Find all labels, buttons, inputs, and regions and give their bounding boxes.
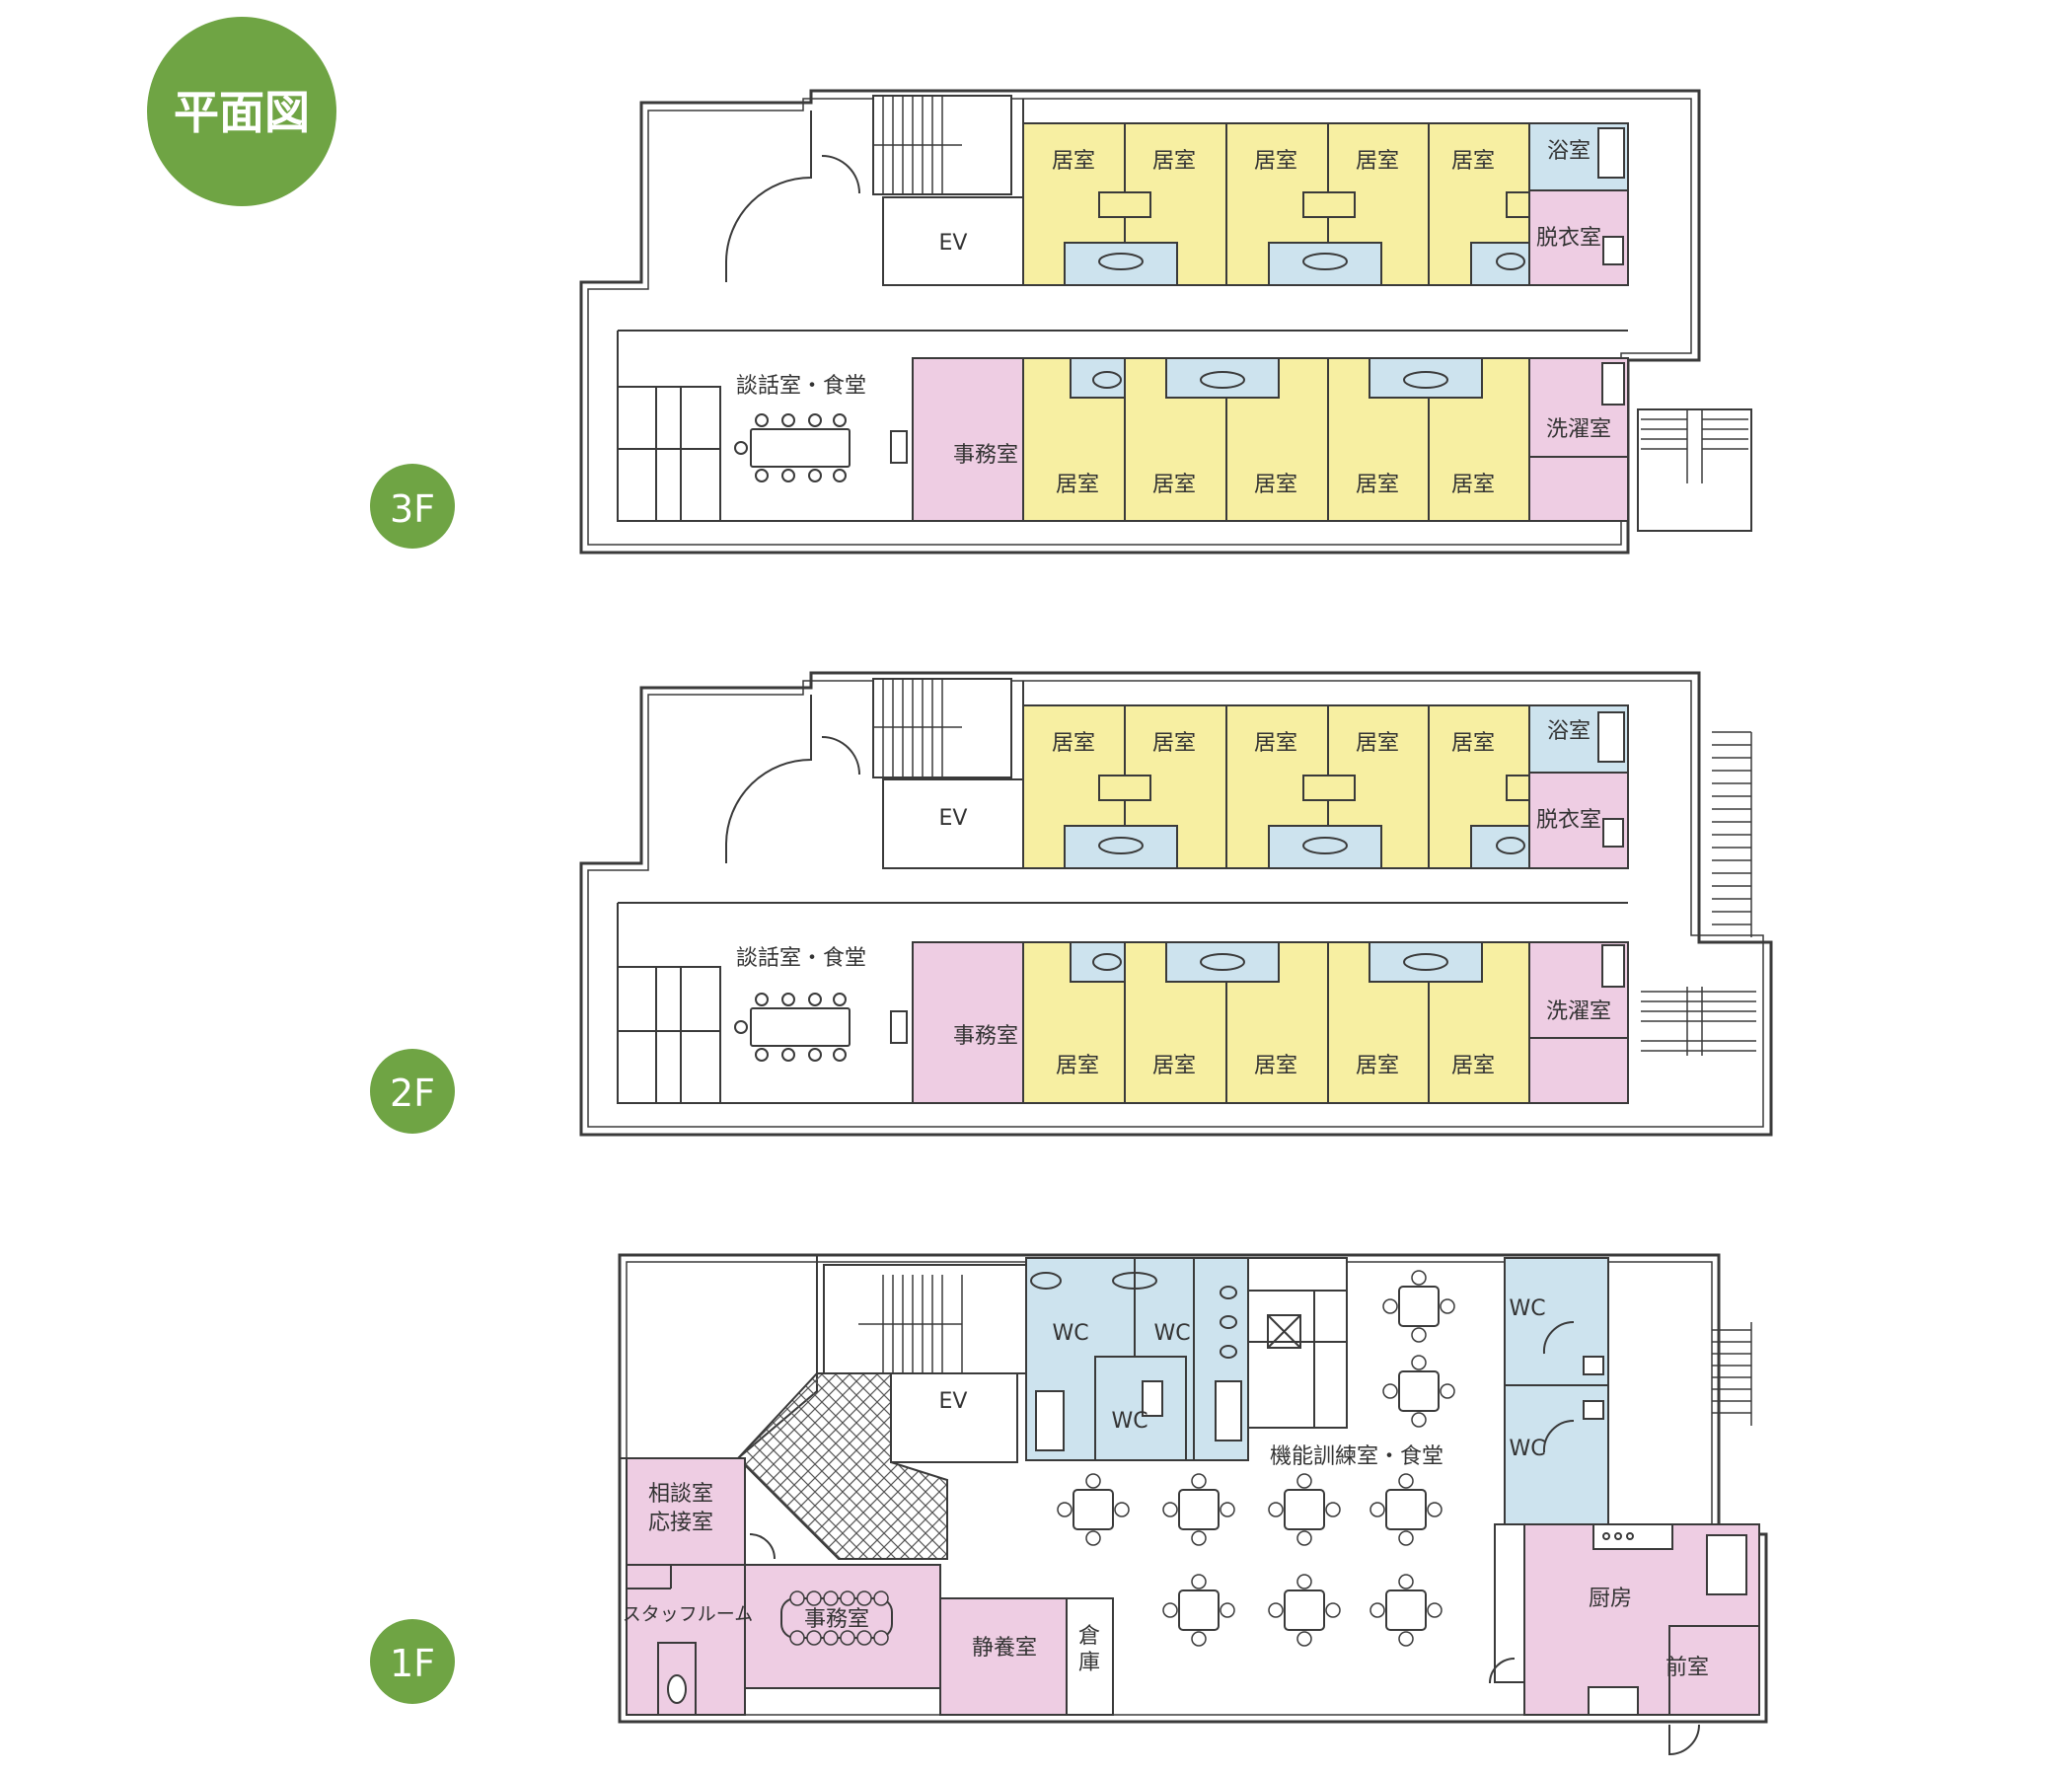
floor-badge-2f: 2F: [370, 1049, 455, 1134]
svg-text:2F: 2F: [390, 1072, 435, 1115]
label-b1-2f: 居室: [1056, 1054, 1099, 1078]
label-k1-3f: 居室: [1052, 149, 1095, 174]
label-laundry-2f: 洗濯室: [1546, 999, 1611, 1024]
label-k1-2f: 居室: [1052, 731, 1095, 756]
label-k4-2f: 居室: [1356, 731, 1399, 756]
label-lounge-2f: 談話室・食堂: [736, 946, 866, 971]
label-kitchen-1f: 厨房: [1589, 1587, 1632, 1611]
floor-1f: 1F: [370, 1253, 1768, 1756]
ev-3f: [882, 196, 1024, 286]
label-b5-3f: 居室: [1451, 473, 1495, 497]
floor-badge-3f: 3F: [370, 464, 455, 549]
floor-2f: 2F: [370, 671, 1773, 1137]
dining-table-3f: [750, 428, 851, 468]
label-rest-1f: 静養室: [972, 1636, 1037, 1661]
rest-room-1f: [939, 1597, 1068, 1716]
label-b4-3f: 居室: [1356, 473, 1399, 497]
label-bath-2f: 浴室: [1547, 719, 1591, 744]
dining-table-2f: [750, 1007, 851, 1047]
label-wc2-1f: WC: [1153, 1321, 1190, 1346]
label-ev-3f: EV: [939, 231, 968, 256]
label-wc5-1f: WC: [1509, 1437, 1545, 1461]
outer-wall-1f: [618, 1253, 1768, 1724]
consult-room-1f: [626, 1457, 746, 1566]
svg-text:1F: 1F: [390, 1642, 435, 1685]
title-badge: 平面図: [147, 17, 336, 206]
label-laundry-3f: 洗濯室: [1546, 417, 1611, 442]
label-k5-3f: 居室: [1451, 149, 1495, 174]
office-3f: [912, 357, 1024, 522]
page-title: 平面図: [174, 86, 310, 139]
label-wc1-1f: WC: [1052, 1321, 1088, 1346]
label-office-3f: 事務室: [953, 443, 1018, 468]
label-k5-2f: 居室: [1451, 731, 1495, 756]
svg-text:3F: 3F: [390, 487, 435, 531]
floor-badge-1f: 1F: [370, 1619, 455, 1704]
label-storage1-1f: 倉: [1078, 1624, 1100, 1649]
label-b5-2f: 居室: [1451, 1054, 1495, 1078]
atrium-void: [736, 1372, 948, 1560]
label-training-1f: 機能訓練室・食堂: [1270, 1444, 1443, 1469]
label-consult1-1f: 相談室: [648, 1482, 713, 1507]
label-storage2-1f: 庫: [1078, 1651, 1100, 1675]
label-b2-2f: 居室: [1152, 1054, 1196, 1078]
label-office-1f: 事務室: [804, 1607, 869, 1632]
floor-3f: 3F: [370, 89, 1752, 554]
label-b3-2f: 居室: [1254, 1054, 1297, 1078]
label-consult2-1f: 応接室: [648, 1511, 713, 1535]
label-ev-2f: EV: [939, 806, 968, 831]
ev-2f: [882, 778, 1024, 869]
wc-east-1f: [1504, 1257, 1609, 1525]
label-b3-3f: 居室: [1254, 473, 1297, 497]
label-staff-1f: スタッフルーム: [623, 1603, 753, 1625]
label-k3-2f: 居室: [1254, 731, 1297, 756]
label-b1-3f: 居室: [1056, 473, 1099, 497]
label-b2-3f: 居室: [1152, 473, 1196, 497]
label-dressing-3f: 脱衣室: [1536, 226, 1601, 251]
label-k2-2f: 居室: [1152, 731, 1196, 756]
outer-wall-2f: [579, 671, 1773, 1137]
label-wc3-1f: WC: [1111, 1409, 1147, 1434]
office-2f: [912, 941, 1024, 1104]
label-k3-3f: 居室: [1254, 149, 1297, 174]
label-ev-1f: EV: [939, 1389, 968, 1414]
label-dressing-2f: 脱衣室: [1536, 808, 1601, 833]
label-b4-2f: 居室: [1356, 1054, 1399, 1078]
storage-1f: [1066, 1597, 1114, 1716]
label-wc4-1f: WC: [1509, 1296, 1545, 1321]
label-k4-3f: 居室: [1356, 149, 1399, 174]
label-anteroom-1f: 前室: [1665, 1656, 1709, 1680]
ev-1f: [890, 1372, 1018, 1463]
table-set-1f: [1073, 1286, 1440, 1631]
label-bath-3f: 浴室: [1547, 139, 1591, 164]
label-lounge-3f: 談話室・食堂: [736, 374, 866, 399]
label-office-2f: 事務室: [953, 1024, 1018, 1049]
label-k2-3f: 居室: [1152, 149, 1196, 174]
